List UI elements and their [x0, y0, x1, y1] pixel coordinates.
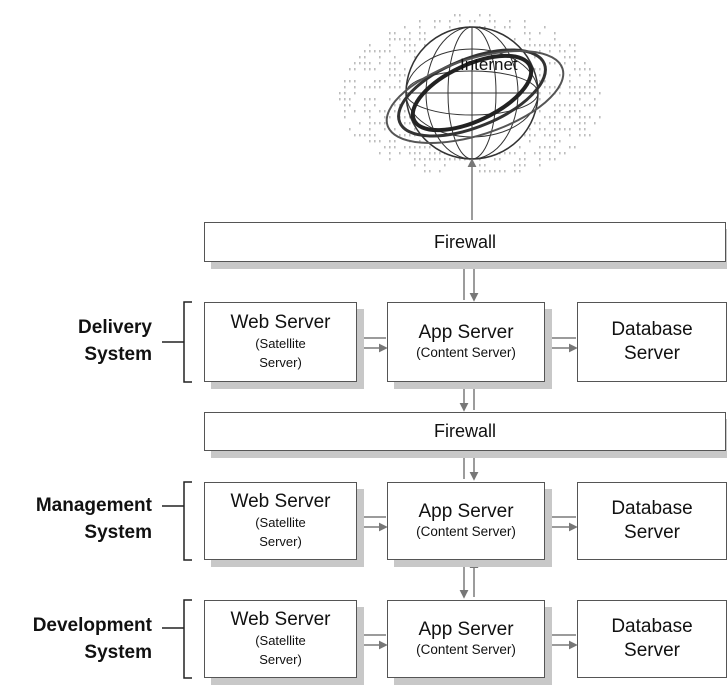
firewall-middle: Firewall: [204, 412, 726, 451]
management-app-server: App Server (Content Server): [387, 482, 545, 560]
internet-label: Internet: [460, 55, 518, 74]
globe-icon: [385, 26, 565, 160]
development-app-server: App Server (Content Server): [387, 600, 545, 678]
firewall-top-label: Firewall: [433, 231, 496, 252]
management-system-label: Management System: [35, 495, 152, 543]
management-web-server: Web Server (Satellite Server): [204, 482, 357, 560]
delivery-app-server: App Server (Content Server): [387, 302, 545, 382]
system-brackets: [162, 301, 192, 679]
firewall-top: Firewall: [204, 222, 726, 262]
connectors: [355, 158, 578, 650]
delivery-system-label: Delivery System: [78, 317, 152, 365]
development-web-server: Web Server (Satellite Server): [204, 600, 357, 678]
management-database-server: Database Server: [577, 482, 727, 560]
development-database-server: Database Server: [577, 600, 727, 678]
delivery-web-server: Web Server (Satellite Server): [204, 302, 357, 382]
firewall-middle-label: Firewall: [433, 421, 496, 441]
delivery-database-server: Database Server: [577, 302, 727, 382]
development-system-label: Development System: [32, 615, 152, 663]
